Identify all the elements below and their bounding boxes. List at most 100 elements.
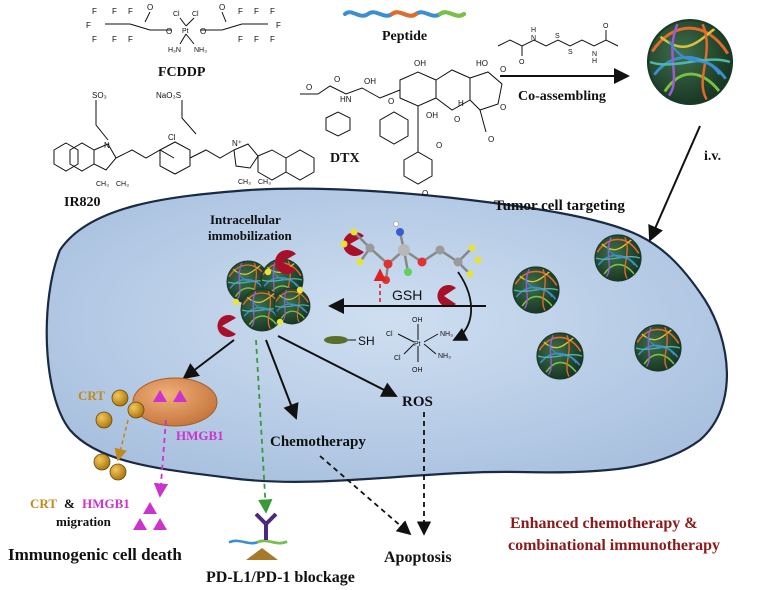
fcddp-atom: Cl — [192, 11, 199, 18]
pacman-gsh-icon — [217, 315, 236, 337]
nanoparticle-icon — [512, 266, 560, 314]
pt-atom: Cl — [386, 331, 393, 338]
crt-sphere-icon — [127, 401, 145, 419]
hmgb1-triangle-icon — [143, 502, 157, 514]
fcddp-atom: F — [128, 35, 133, 44]
iv-label: i.v. — [704, 149, 721, 164]
crt-sphere-icon — [93, 453, 111, 471]
dtx-atom: O — [454, 115, 460, 124]
fcddp-atom: F — [112, 35, 117, 44]
fcddp-atom: O — [200, 27, 206, 36]
dtx-atom: O — [334, 75, 340, 84]
dtx-structure: O O HN OH OH HO O O OH O O O H O O — [300, 59, 506, 198]
fcddp-atom: F — [92, 7, 97, 16]
intracellular-label-line1: Intracellular — [210, 212, 281, 227]
nanoparticle-icon — [594, 234, 642, 282]
dtx-atom: O — [422, 189, 428, 198]
crosslinker-atom: O — [519, 59, 525, 66]
hmgb1-triangle-icon — [153, 390, 167, 402]
migration-crt: CRT — [30, 496, 57, 511]
dtx-atom: OH — [364, 77, 376, 86]
crosslinker-atom: H — [531, 27, 536, 34]
dtx-atom: O — [306, 83, 312, 92]
pt-atom: NH₃ — [438, 353, 451, 360]
pt-atom: Pt — [414, 341, 421, 348]
ir820-label: IR820 — [64, 195, 101, 210]
pt-atom: OH — [412, 317, 423, 324]
fcddp-atom: F — [128, 7, 133, 16]
crt-sphere-icon — [111, 389, 129, 407]
crt-label: CRT — [78, 388, 105, 403]
gsh-label: GSH — [392, 287, 422, 303]
fcddp-atom: F — [92, 35, 97, 44]
pacman-gsh-icon — [275, 250, 296, 274]
migration-hmgb1: HMGB1 — [82, 496, 130, 511]
pt-atom: OH — [412, 367, 423, 374]
fcddp-structure: F F F F F F F F F F F F F F O O O O Cl C… — [86, 3, 281, 54]
pacman-gsh-icon — [437, 285, 456, 307]
arrow-to-nucleus — [182, 339, 235, 380]
intracellular-label-line2: immobilization — [208, 228, 293, 243]
dtx-atom: H — [458, 99, 464, 108]
crosslinker-atom: N — [592, 51, 597, 58]
ir820-atom: N⁺ — [232, 139, 242, 148]
dtx-atom: O — [488, 135, 494, 144]
fcddp-atom: F — [270, 35, 275, 44]
ir820-atom: NaO₃S — [156, 91, 181, 100]
coassembling-label: Co-assembling — [518, 89, 606, 104]
fcddp-atom: O — [219, 3, 225, 12]
fcddp-atom: F — [254, 7, 259, 16]
fcddp-atom: F — [238, 35, 243, 44]
crosslinker-atom: H — [592, 58, 597, 65]
fcddp-atom: F — [254, 35, 259, 44]
ir820-structure: SO₃ NaO₃S N N⁺ Cl CH₃ CH₃ CH₃ CH₃ — [53, 91, 315, 188]
migration-word: migration — [56, 514, 112, 529]
fcddp-atom: O — [147, 3, 153, 12]
ir820-atom: SO₃ — [92, 91, 107, 100]
fcddp-atom: F — [86, 21, 91, 30]
chemo-to-apoptosis-arrow — [319, 455, 412, 536]
hmgb1-triangle-icon — [133, 518, 147, 530]
hmgb1-label: HMGB1 — [176, 428, 224, 443]
crosslinker-structure: O N H S S N H O — [497, 23, 619, 66]
crt-sphere-icon — [109, 463, 127, 481]
thiol-icon — [324, 336, 348, 344]
pt-atom: NH₃ — [440, 331, 453, 338]
iv-arrow — [648, 125, 701, 242]
hmgb1-triangle-icon — [153, 518, 167, 530]
ir820-atom: CH₃ — [258, 179, 271, 186]
migration-amp: & — [64, 496, 75, 511]
ir820-atom: N — [104, 141, 110, 150]
ball-stick-molecule-icon — [340, 221, 482, 284]
sh-label: SH — [358, 334, 375, 348]
crosslinker-atom: O — [603, 23, 609, 30]
enhanced-line2: combinational immunotherapy — [508, 537, 720, 554]
ir820-atom: Cl — [168, 133, 176, 142]
nanoparticle-icon — [536, 332, 584, 380]
nanoparticle-icon — [646, 18, 734, 106]
icd-label: Immunogenic cell death — [8, 545, 182, 564]
dtx-label: DTX — [330, 151, 360, 166]
arrow-to-chemotherapy — [265, 339, 299, 420]
pt-complex-structure: OH Cl Cl Pt NH₃ NH₃ OH — [386, 317, 453, 374]
antibody-icon — [228, 512, 288, 560]
apoptosis-label: Apoptosis — [384, 549, 452, 566]
reduction-arrow — [452, 271, 472, 341]
fcddp-atom: NH₃ — [194, 47, 207, 54]
hmgb1-migration-arrow — [153, 419, 169, 498]
crosslinker-atom: S — [568, 49, 573, 56]
dtx-atom: OH — [426, 111, 438, 120]
dtx-atom: HN — [340, 95, 352, 104]
fcddp-atom: F — [238, 7, 243, 16]
fcddp-atom: H₃N — [168, 47, 181, 54]
fcddp-atom: F — [270, 7, 275, 16]
crosslinker-atom: S — [555, 33, 560, 40]
pt-atom: Cl — [394, 355, 401, 362]
arrow-to-ros — [277, 335, 398, 397]
tumor-targeting-label: Tumor cell targeting — [494, 198, 625, 214]
ros-label: ROS — [402, 394, 433, 410]
crt-sphere-icon — [95, 411, 113, 429]
ir820-atom: CH₃ — [116, 181, 129, 188]
dtx-atom: O — [500, 103, 506, 112]
ir820-atom: CH₃ — [238, 179, 251, 186]
